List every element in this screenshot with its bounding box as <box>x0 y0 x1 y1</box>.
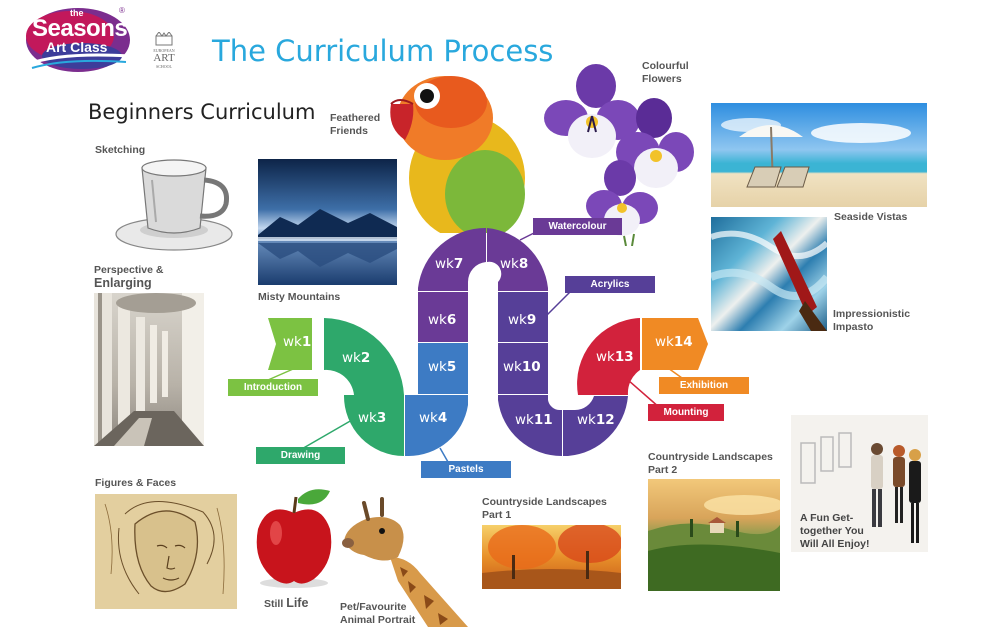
da-vinci-sketch-image <box>95 494 237 609</box>
week-13-label: wk13 <box>596 349 634 365</box>
label-impasto-line2: Impasto <box>833 321 874 333</box>
tag-acrylics: Acrylics <box>565 276 655 293</box>
apple-photo <box>252 485 336 589</box>
beach-photo <box>711 103 927 207</box>
teacup-sketch-image <box>108 150 236 255</box>
school-line3: SCHOOL <box>155 64 172 69</box>
week-1-label: wk1 <box>283 334 312 350</box>
wk10-segment <box>498 343 548 394</box>
wk6-segment <box>418 292 468 342</box>
tag-introduction: Introduction <box>228 379 318 396</box>
logo-text-the: the <box>70 8 84 18</box>
label-misty-mountains: Misty Mountains <box>258 291 341 303</box>
wk11-segment <box>498 395 562 457</box>
label-perspective-line2: Enlarging <box>94 276 152 290</box>
autumn-landscape-photo <box>482 525 621 589</box>
tuscan-landscape-photo <box>648 479 780 591</box>
giraffe-photo <box>338 497 478 627</box>
tag-drawing: Drawing <box>256 447 345 464</box>
curriculum-subtitle: Beginners Curriculum <box>88 100 316 124</box>
label-countryside-2: Countryside Landscapes Part 2 <box>648 451 773 477</box>
wk13-segment <box>577 318 640 395</box>
label-impasto-line1: Impressionistic <box>833 308 911 320</box>
label-still-life-word1: Still <box>264 598 284 610</box>
wk7-segment <box>418 227 486 291</box>
label-feathered-line1: Feathered <box>330 112 381 124</box>
wk4-segment <box>405 395 468 457</box>
label-countryside-2-line2: Part 2 <box>648 464 678 476</box>
school-line1: EUROPEAN <box>153 48 175 53</box>
week-6-label: wk6 <box>428 312 457 328</box>
tag-mounting: Mounting <box>648 404 724 421</box>
page-title: The Curriculum Process <box>212 34 554 68</box>
seasons-art-class-logo[interactable]: the Seasons Art Class ® <box>22 6 134 76</box>
label-fun-line1: A Fun Get- <box>800 512 854 524</box>
label-sketching: Sketching <box>95 144 146 156</box>
label-fun-line2: together You <box>800 525 864 537</box>
week-3-label: wk3 <box>358 410 387 426</box>
label-pet-line2: Animal Portrait <box>340 614 416 626</box>
label-figures: Figures & Faces <box>95 477 177 489</box>
label-perspective: Perspective & Enlarging <box>94 264 163 290</box>
wk2-segment <box>324 318 404 395</box>
registered-mark: ® <box>119 6 125 15</box>
week-2-label: wk2 <box>342 350 371 366</box>
label-feathered: Feathered Friends <box>330 112 380 138</box>
tag-watercolour: Watercolour <box>533 218 622 235</box>
label-fun-line3: Will All Enjoy! <box>800 538 870 550</box>
school-line2: ART <box>153 52 175 64</box>
tag-pastels: Pastels <box>421 461 511 478</box>
label-flowers-line1: Colourful <box>642 60 689 72</box>
wk14-segment <box>642 318 708 370</box>
week-10-label: wk10 <box>503 359 541 375</box>
european-art-school-logo: EUROPEAN ART SCHOOL <box>146 32 182 80</box>
logo-text-art-class: Art Class <box>46 39 108 55</box>
violet-flowers-photo <box>544 56 696 246</box>
wk12-segment <box>563 396 628 456</box>
label-flowers-line2: Flowers <box>642 73 682 85</box>
label-countryside-1-line1: Countryside Landscapes <box>482 496 607 508</box>
week-8-label: wk8 <box>500 256 529 272</box>
label-still-life: Still Life <box>264 597 308 611</box>
tag-exhibition: Exhibition <box>659 377 749 394</box>
label-countryside-1: Countryside Landscapes Part 1 <box>482 496 607 522</box>
label-perspective-line1: Perspective & <box>94 264 164 276</box>
week-14-label: wk14 <box>655 334 693 350</box>
label-pet-portrait: Pet/Favourite Animal Portrait <box>340 601 415 627</box>
label-impasto: Impressionistic Impasto <box>833 308 910 334</box>
week-12-label: wk12 <box>577 412 615 428</box>
misty-mountains-photo <box>258 159 397 285</box>
wk3-segment <box>343 395 404 456</box>
label-seaside: Seaside Vistas <box>834 211 908 223</box>
label-countryside-1-line2: Part 1 <box>482 509 512 521</box>
week-5-label: wk5 <box>428 359 457 375</box>
impasto-painting-photo <box>711 217 827 331</box>
week-9-label: wk9 <box>508 312 537 328</box>
week-7-label: wk7 <box>435 256 464 272</box>
gallery-people-photo <box>791 415 928 552</box>
colonnade-photo <box>94 293 204 446</box>
parrot-photo <box>385 68 535 233</box>
wk1-segment <box>268 318 312 370</box>
week-4-label: wk4 <box>419 410 448 426</box>
week-11-label: wk11 <box>515 412 553 428</box>
crest-icon <box>155 32 173 46</box>
wk9-segment <box>498 292 548 342</box>
label-pet-line1: Pet/Favourite <box>340 601 407 613</box>
label-feathered-line2: Friends <box>330 125 368 137</box>
logo-text-seasons: Seasons <box>32 15 128 42</box>
label-countryside-2-line1: Countryside Landscapes <box>648 451 773 463</box>
label-fun-gettogether: A Fun Get- together You Will All Enjoy! <box>800 512 870 551</box>
label-still-life-word2: Life <box>286 596 309 610</box>
wk5-segment <box>418 343 468 394</box>
wk8-segment <box>487 228 548 291</box>
label-flowers: Colourful Flowers <box>642 60 689 86</box>
